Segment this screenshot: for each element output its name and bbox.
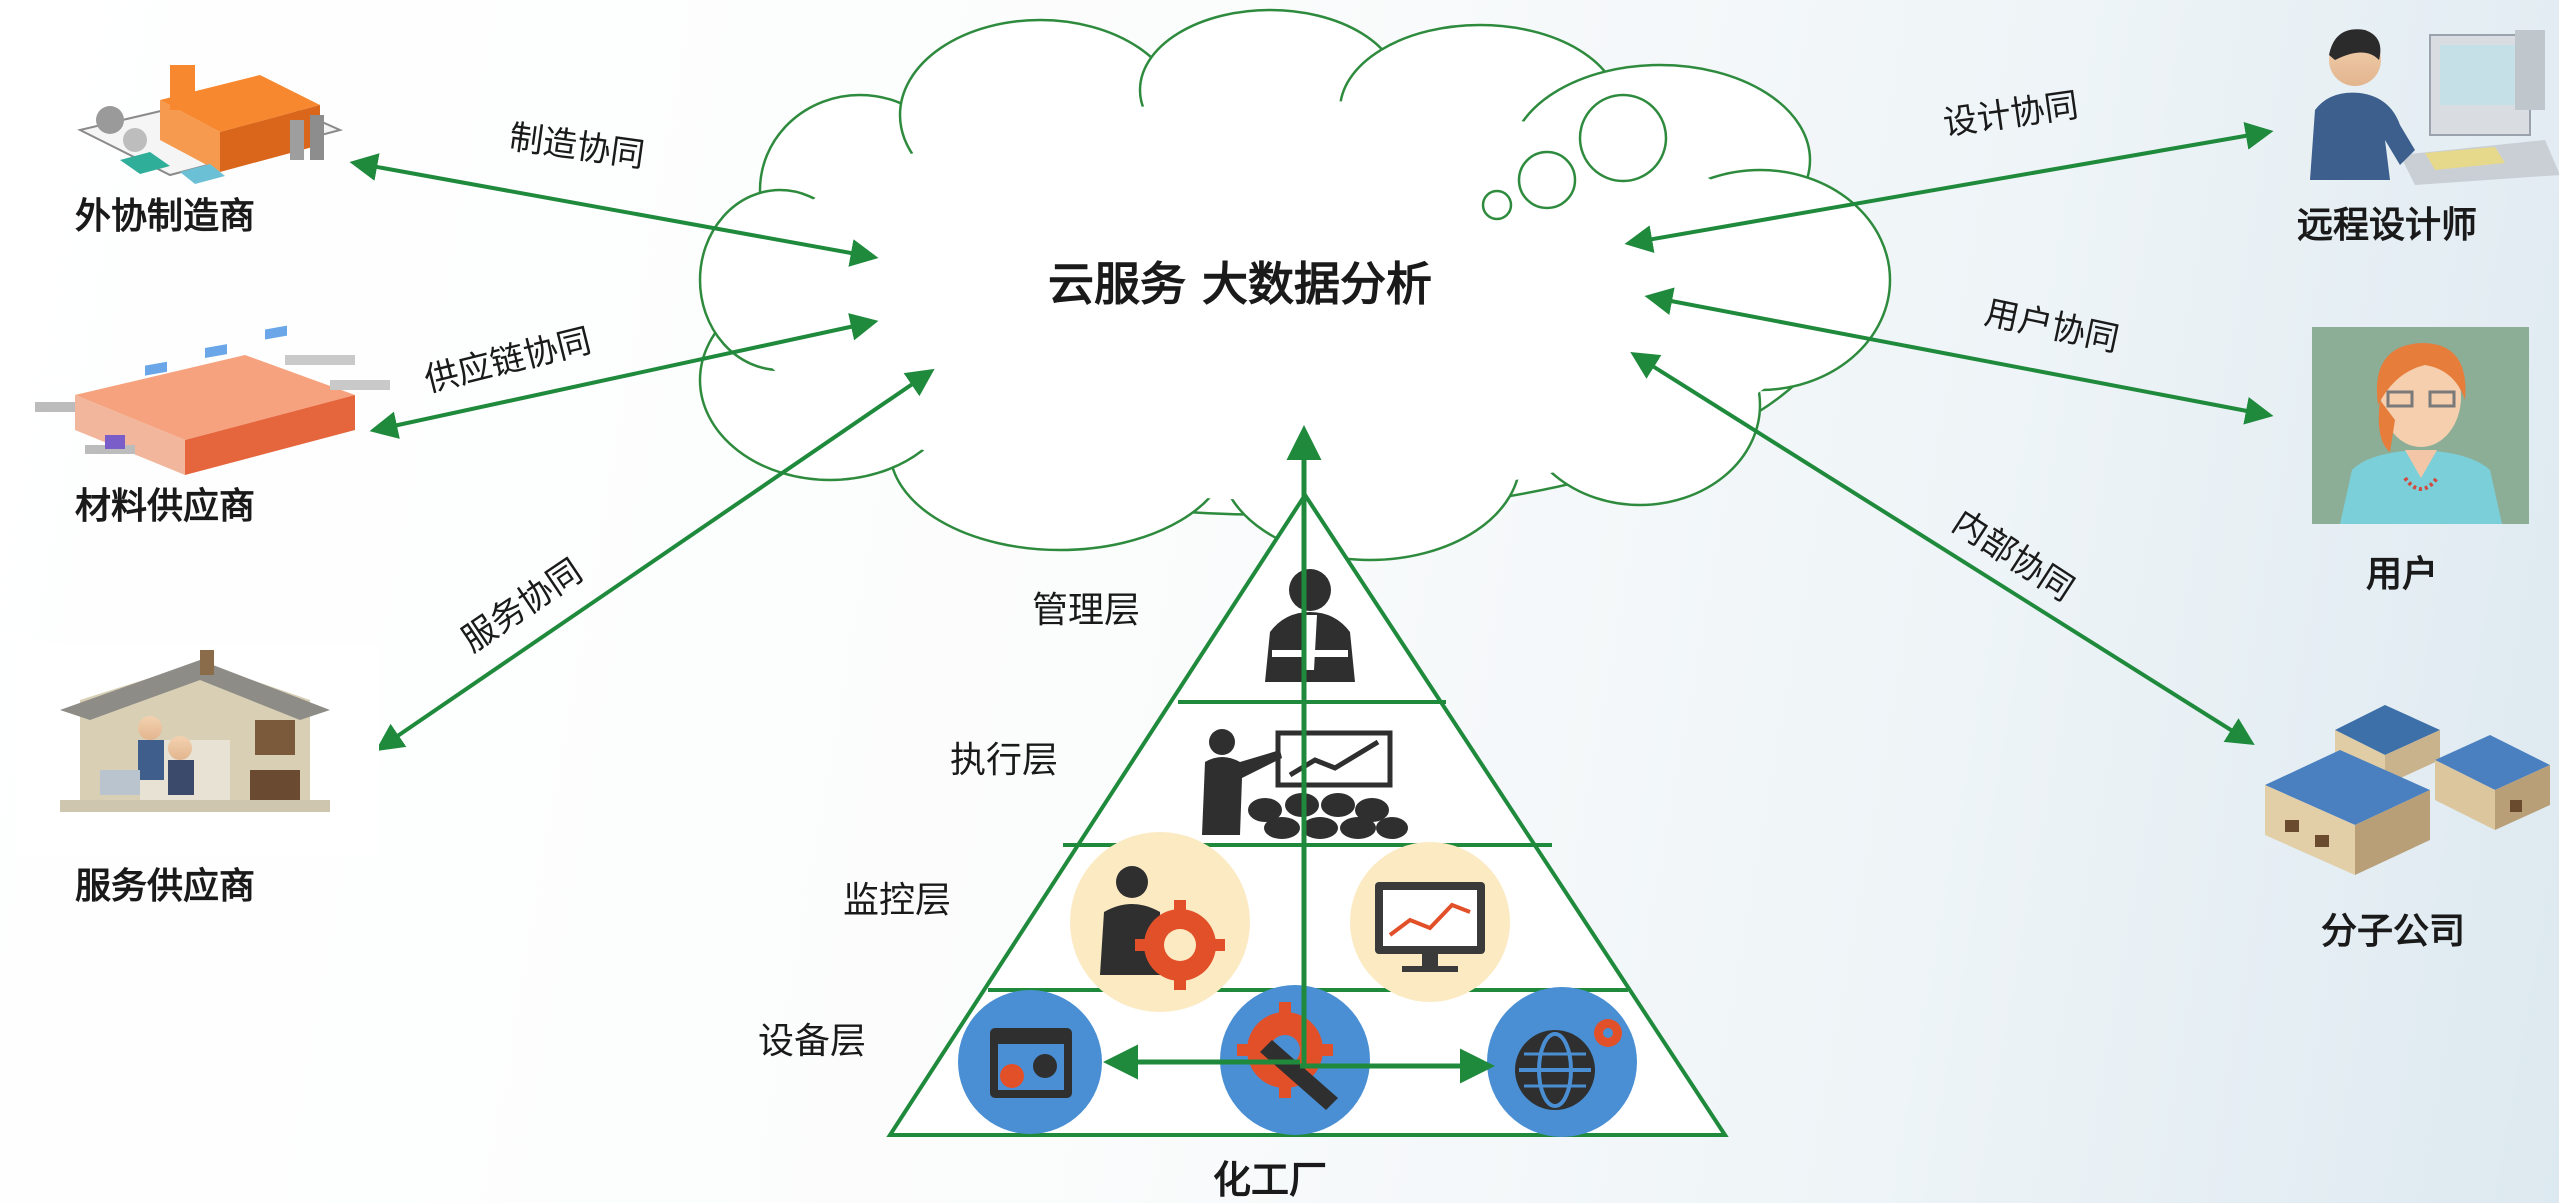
node-supplier: 材料供应商 bbox=[75, 486, 255, 527]
gear-person-icon bbox=[1070, 832, 1250, 1012]
connection-arrows bbox=[349, 122, 2274, 752]
label-user-sync: 用户协同 bbox=[1981, 293, 2122, 360]
user-avatar-icon bbox=[2312, 327, 2529, 524]
globe-gear-icon bbox=[1487, 987, 1637, 1137]
pyramid-title: 化工厂 bbox=[1213, 1158, 1327, 1202]
label-manufacturing-sync: 制造协同 bbox=[507, 117, 647, 176]
node-manufacturer: 外协制造商 bbox=[75, 196, 255, 237]
pyramid-arrows bbox=[1103, 425, 1495, 1084]
arrow-service bbox=[375, 368, 935, 752]
designer-icon bbox=[2310, 29, 2559, 185]
layer-label-management: 管理层 bbox=[1032, 590, 1140, 631]
presenter-icon bbox=[1202, 729, 1408, 839]
label-service-sync: 服务协同 bbox=[455, 551, 590, 660]
layer-label-device: 设备层 bbox=[758, 1021, 866, 1062]
manager-icon bbox=[1265, 569, 1355, 682]
monitor-chart-icon bbox=[1350, 842, 1510, 1002]
branch-buildings-icon bbox=[2265, 705, 2550, 875]
layer-label-execution: 执行层 bbox=[950, 740, 1058, 781]
node-user: 用户 bbox=[2366, 554, 2438, 595]
cloud-title: 云服务 大数据分析 bbox=[1048, 257, 1432, 311]
arrow-branch bbox=[1630, 352, 2255, 745]
service-house-icon bbox=[17, 645, 379, 855]
factory-icon bbox=[77, 65, 344, 184]
node-branch-company: 分子公司 bbox=[2321, 911, 2465, 952]
node-service-provider: 服务供应商 bbox=[75, 866, 255, 907]
label-design-sync: 设计协同 bbox=[1941, 85, 2081, 144]
node-remote-designer: 远程设计师 bbox=[2297, 205, 2477, 246]
layer-label-monitoring: 监控层 bbox=[843, 880, 951, 921]
warehouse-icon bbox=[35, 325, 390, 475]
arrow-designer bbox=[1624, 122, 2274, 253]
arrow-manufacturer bbox=[349, 153, 879, 267]
window-gear-icon bbox=[958, 990, 1102, 1134]
